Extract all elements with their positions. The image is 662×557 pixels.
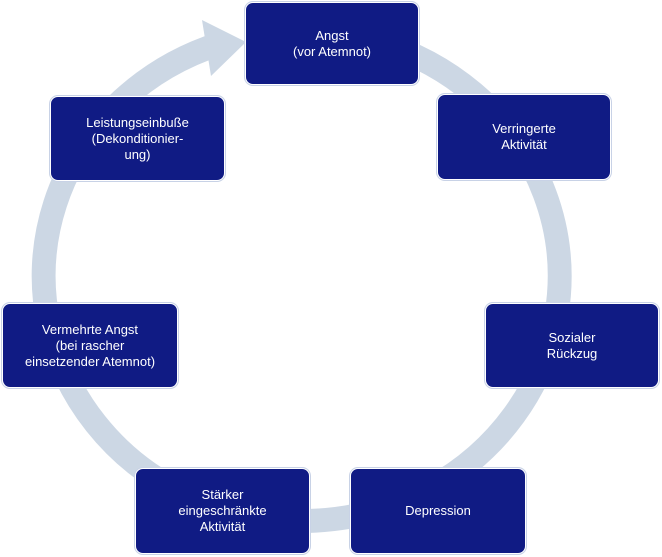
cycle-arrowhead <box>202 20 246 76</box>
node-staerker-eingeschraenkte-aktivitaet-line-1: Stärker <box>201 487 244 502</box>
node-leistungseinbusse-line-3: ung) <box>124 146 151 162</box>
node-leistungseinbusse-line-2: (Dekonditionier- <box>91 130 184 146</box>
node-angst-label: Angst (vor Atemnot) <box>293 28 371 60</box>
node-leistungseinbusse: Leistungseinbuße (Dekonditionier- ung) <box>50 96 225 181</box>
node-vermehrte-angst-label: Vermehrte Angst (bei rascher einsetzende… <box>25 322 155 370</box>
node-staerker-eingeschraenkte-aktivitaet-line-2: eingeschränkte <box>178 503 267 518</box>
node-angst: Angst (vor Atemnot) <box>245 2 419 85</box>
node-sozialer-rueckzug: Sozialer Rückzug <box>485 303 659 388</box>
node-vermehrte-angst: Vermehrte Angst (bei rascher einsetzende… <box>2 303 178 388</box>
node-sozialer-rueckzug-line-1: Sozialer <box>548 329 596 345</box>
node-verringerte-aktivitaet-label: Verringerte Aktivität <box>492 121 556 153</box>
node-leistungseinbusse-line-1: Leistungseinbuße <box>86 114 189 130</box>
node-verringerte-aktivitaet-line-2: Aktivität <box>501 137 547 152</box>
node-sozialer-rueckzug-line-2: Rückzug <box>546 345 598 361</box>
node-angst-line-2: (vor Atemnot) <box>292 43 372 59</box>
node-staerker-eingeschraenkte-aktivitaet-label: Stärker eingeschränkte Aktivität <box>178 487 266 535</box>
node-angst-line-1: Angst <box>315 27 349 43</box>
node-sozialer-rueckzug-label: Sozialer Rückzug <box>547 330 598 362</box>
node-leistungseinbusse-label: Leistungseinbuße (Dekonditionier- ung) <box>86 115 189 163</box>
node-vermehrte-angst-line-3: einsetzender Atemnot) <box>24 353 156 369</box>
node-staerker-eingeschraenkte-aktivitaet: Stärker eingeschränkte Aktivität <box>135 468 310 554</box>
node-vermehrte-angst-line-2: (bei rascher <box>55 337 125 353</box>
node-verringerte-aktivitaet-line-1: Verringerte <box>492 121 556 136</box>
node-staerker-eingeschraenkte-aktivitaet-line-3: Aktivität <box>199 519 246 534</box>
node-depression-label: Depression <box>405 503 471 519</box>
node-verringerte-aktivitaet: Verringerte Aktivität <box>437 94 611 180</box>
node-depression-line-1: Depression <box>405 503 471 518</box>
node-vermehrte-angst-line-1: Vermehrte Angst <box>41 321 139 337</box>
node-depression: Depression <box>350 468 526 554</box>
